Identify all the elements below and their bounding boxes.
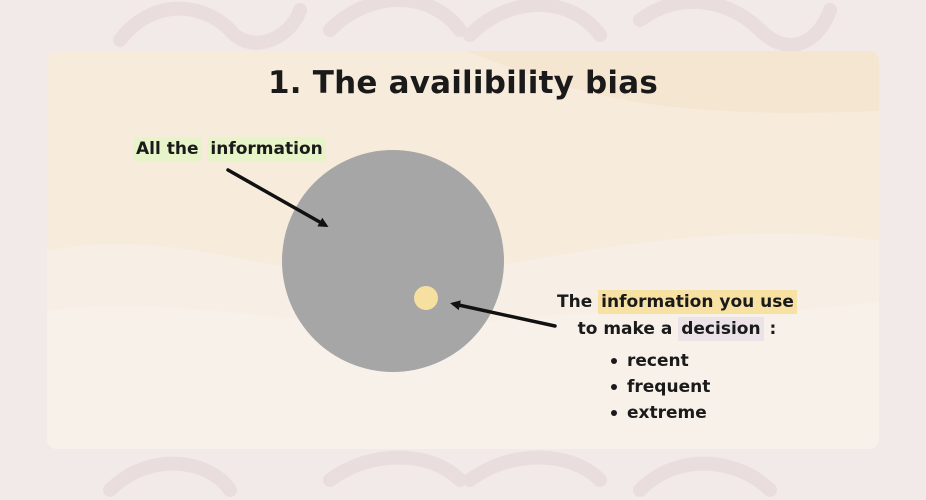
decision-prefix: to make a — [577, 319, 673, 339]
arrow-to-all-information — [226, 168, 329, 227]
trait-item: frequent — [607, 374, 710, 400]
trait-item: recent — [607, 348, 710, 374]
decision-colon: : — [769, 319, 777, 339]
used-information-label: The information you use to make a decisi… — [557, 289, 797, 343]
used-information-highlight: information you use — [598, 290, 797, 314]
trait-item: extreme — [607, 400, 710, 426]
used-information-prefix: The — [557, 292, 593, 312]
used-information-circle — [414, 286, 438, 310]
all-information-circle — [282, 150, 504, 372]
all-information-label: All the information — [133, 137, 326, 161]
availability-diagram — [226, 150, 557, 372]
slide-card: 1. The availibility bias All the informa… — [47, 51, 879, 449]
used-information-line-1: The information you use — [557, 289, 797, 316]
arrow-to-used-information — [450, 300, 557, 328]
traits-list: recent frequent extreme — [607, 348, 710, 426]
all-information-prefix: All the — [133, 137, 202, 161]
used-information-line-2: to make a decision : — [557, 316, 797, 343]
decision-highlight: decision — [678, 317, 764, 341]
page-title: 1. The availibility bias — [268, 65, 658, 101]
all-information-highlight: information — [207, 137, 326, 161]
